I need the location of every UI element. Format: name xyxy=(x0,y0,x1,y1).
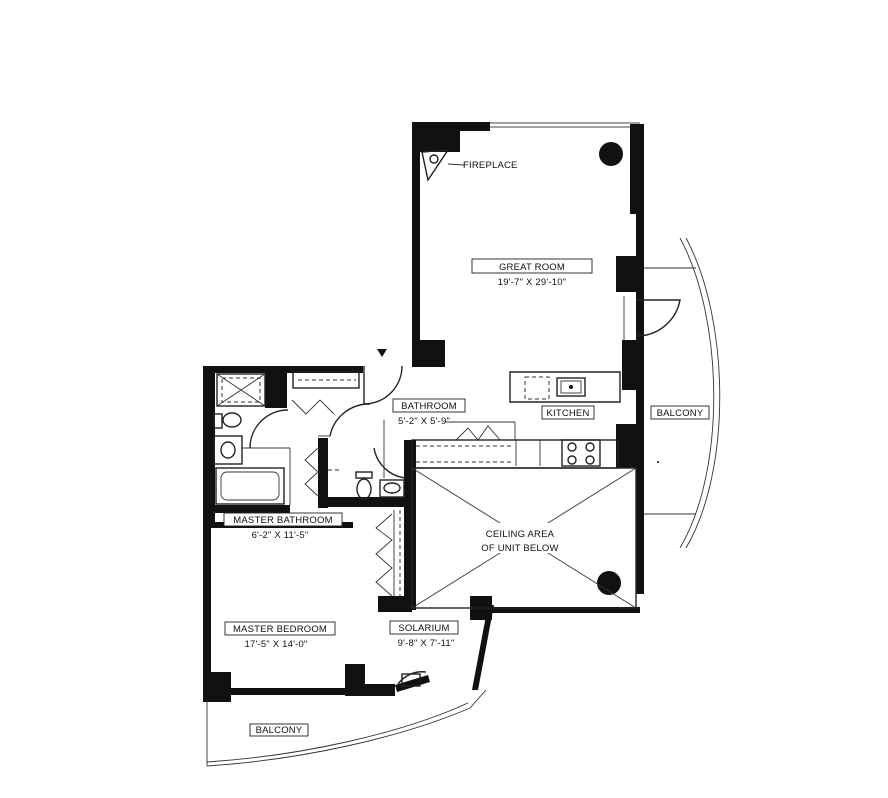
fireplace-label: FIREPLACE xyxy=(463,160,518,171)
master-bathroom-size: 6'-2" X 11'-5" xyxy=(252,530,309,541)
bathroom-label: BATHROOM xyxy=(401,401,457,412)
interior-lines xyxy=(206,142,721,767)
kitchen-label: KITCHEN xyxy=(546,408,589,419)
solarium-label: SOLARIUM xyxy=(398,623,449,634)
master-bathroom-label: MASTER BATHROOM xyxy=(233,515,332,526)
great-room-label: GREAT ROOM xyxy=(499,262,565,273)
ceiling-area-label: CEILING AREA xyxy=(486,529,555,540)
labels: FIREPLACE GREAT ROOM 19'-7" X 29'-10" KI… xyxy=(233,160,704,736)
ceiling-area-label-2: OF UNIT BELOW xyxy=(481,543,558,554)
balcony-east-label: BALCONY xyxy=(657,408,704,419)
master-bedroom-label: MASTER BEDROOM xyxy=(233,624,327,635)
balcony-south-label: BALCONY xyxy=(256,725,303,736)
master-bedroom-size: 17'-5" X 14'-0" xyxy=(244,639,307,650)
solarium-size: 9'-8" X 7'-11" xyxy=(398,638,455,649)
great-room-size: 19'-7" X 29'-10" xyxy=(498,277,567,288)
bathroom-size: 5'-2" X 5'-9" xyxy=(398,416,450,427)
